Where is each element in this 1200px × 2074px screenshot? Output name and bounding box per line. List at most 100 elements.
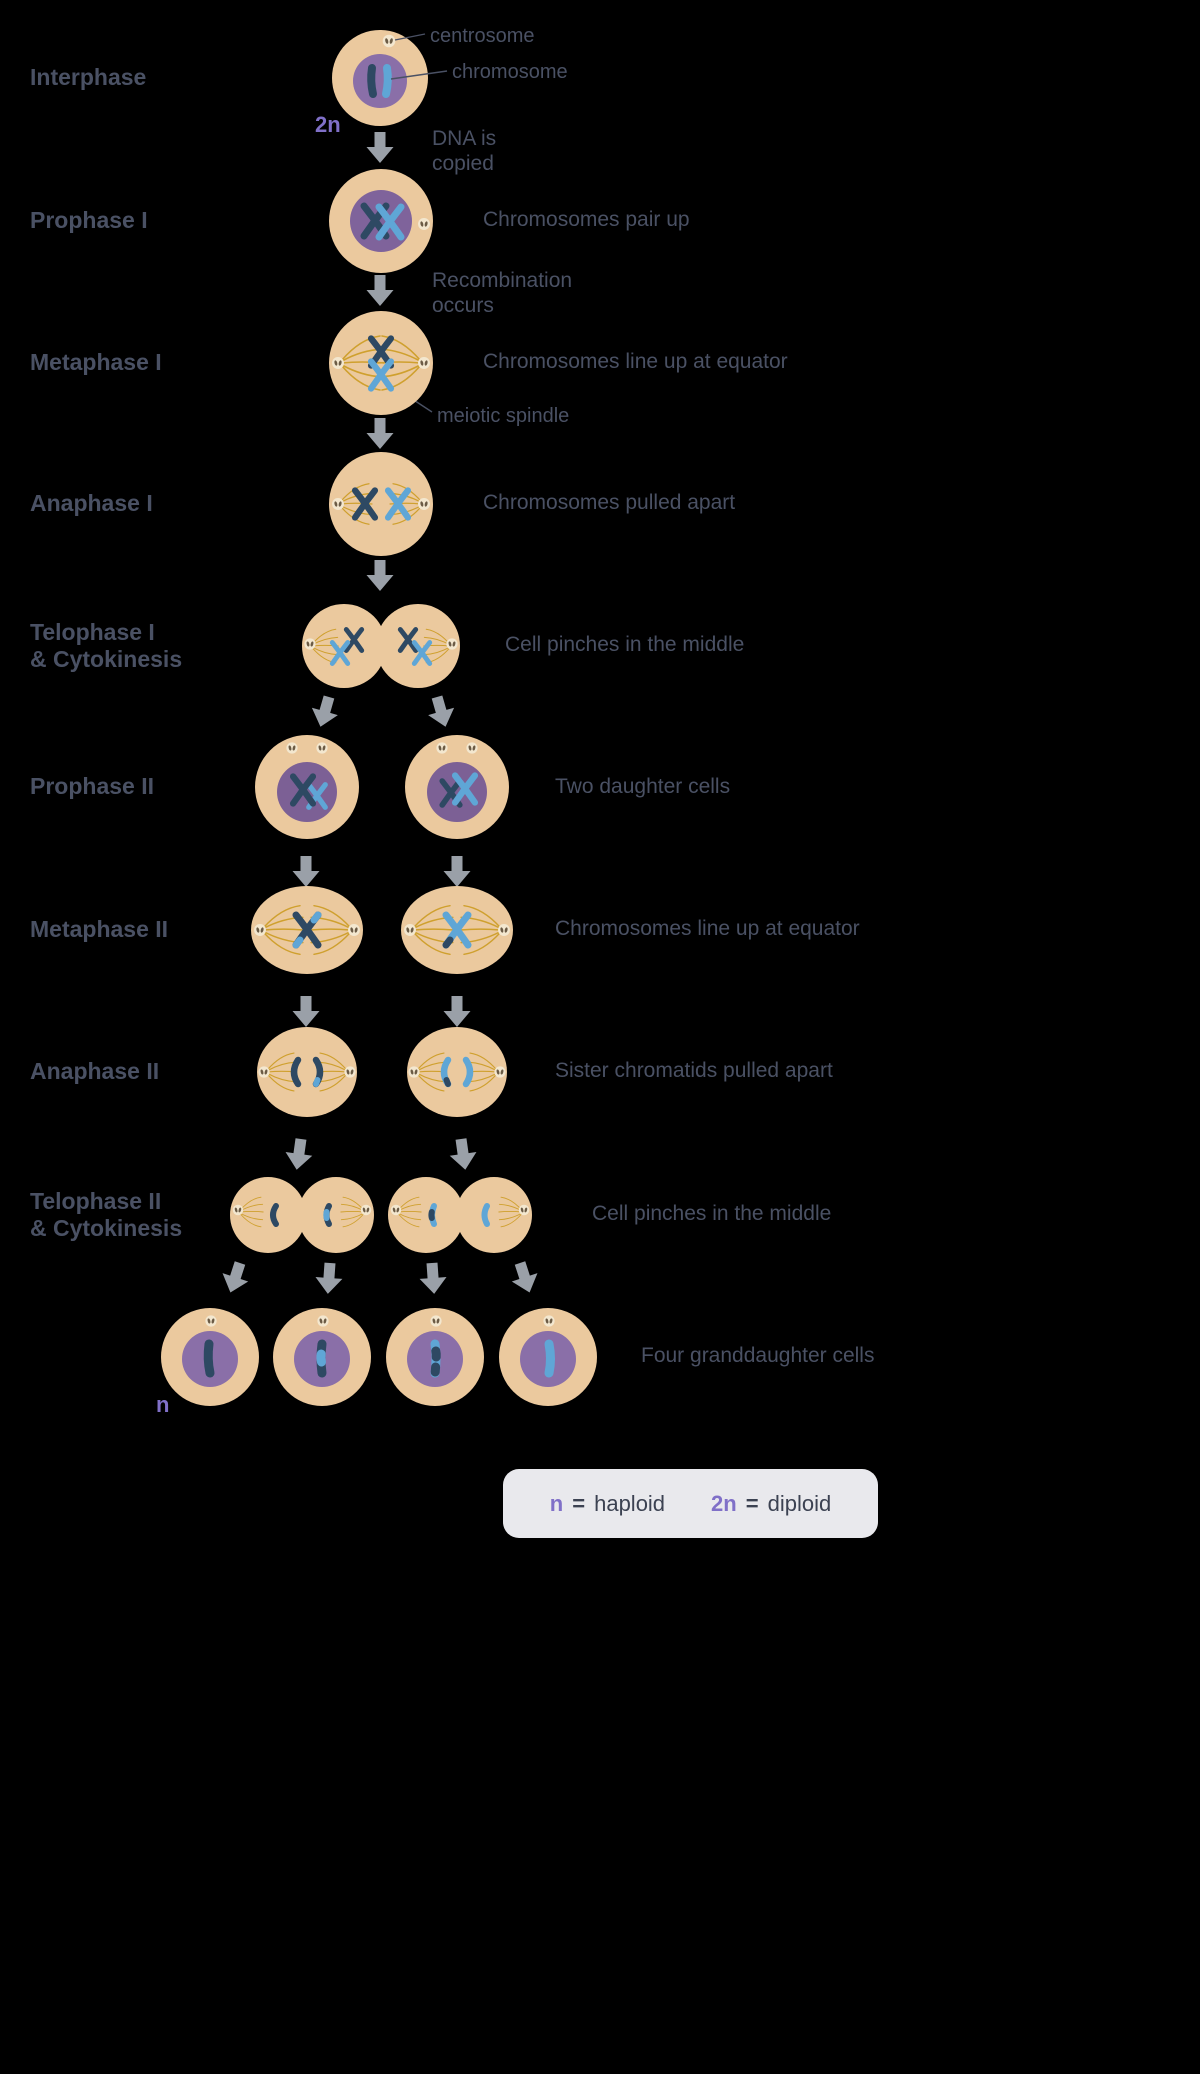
arrow-split-4 (507, 1258, 543, 1297)
annotation-prophase1: Chromosomes pair up (483, 208, 690, 231)
note-recombination: Recombination occurs (432, 269, 573, 317)
centrosome-icon (518, 1204, 530, 1216)
stage-label-telophase1: Telophase I & Cytokinesis (30, 619, 182, 673)
stage-label-prophase1: Prophase I (30, 207, 148, 233)
arrow-down-9 (283, 1137, 315, 1172)
cell-metaphase2-left (251, 886, 363, 974)
centrosome-icon (418, 498, 430, 510)
recombinant-segment (313, 1077, 321, 1087)
callout-meiotic-spindle: meiotic spindle (437, 405, 570, 427)
centrosome-icon (258, 1066, 270, 1078)
arrow-down-8 (443, 996, 471, 1027)
arrow-down-1 (366, 132, 394, 163)
arrow-split-2 (314, 1262, 344, 1295)
cell-granddaughter-2 (273, 1308, 371, 1406)
arrow-down-4 (366, 560, 394, 591)
callout-chromosome: chromosome (452, 61, 568, 83)
stage-label-anaphase1: Anaphase I (30, 490, 153, 516)
annotation-prophase2: Two daughter cells (555, 775, 731, 798)
recombinant-segment (310, 911, 322, 924)
annotation-granddaughters: Four granddaughter cells (641, 1344, 875, 1367)
centrosome-icon (436, 742, 448, 754)
arrow-down-3 (366, 418, 394, 449)
cell-granddaughter-3 (386, 1308, 484, 1406)
annotation-telophase2: Cell pinches in the middle (592, 1202, 832, 1225)
centrosome-icon (408, 1066, 420, 1078)
centrosome-icon (418, 218, 430, 230)
legend: n = haploid 2n = diploid (503, 1469, 878, 1538)
annotation-anaphase2: Sister chromatids pulled apart (555, 1059, 833, 1082)
centrosome-icon (316, 742, 328, 754)
centrosome-icon (286, 742, 298, 754)
centrosome-icon (348, 924, 360, 936)
centrosome-icon (332, 498, 344, 510)
ploidy-n: n (156, 1392, 170, 1417)
stage-label-metaphase2: Metaphase II (30, 916, 169, 942)
chromosome-dark (367, 64, 377, 98)
note-dna-copied: DNA is copied (432, 127, 497, 175)
arrow-split-3 (418, 1262, 448, 1295)
cell-metaphase1 (329, 311, 433, 415)
annotation-telophase1: Cell pinches in the middle (505, 633, 745, 656)
annotation-anaphase1: Chromosomes pulled apart (483, 491, 736, 514)
stage-label-interphase: Interphase (30, 64, 147, 90)
centrosome-icon (344, 1066, 356, 1078)
arrow-down-7 (292, 996, 320, 1027)
legend-term-diploid: diploid (767, 1490, 832, 1516)
centrosome-icon (382, 34, 396, 48)
arrow-split-right (424, 693, 459, 731)
centrosome-icon (466, 742, 478, 754)
centrosome-icon (254, 924, 266, 936)
arrow-down-5 (292, 856, 320, 887)
chromatid-light (462, 1056, 474, 1088)
stage-label-telophase2-line1: Telophase II (30, 1188, 162, 1214)
recombinant-segment (316, 1349, 326, 1367)
cell-prophase1 (329, 169, 433, 273)
centrosome-icon (498, 924, 510, 936)
nucleus (427, 762, 487, 822)
stage-label-metaphase1: Metaphase I (30, 349, 162, 375)
legend-item-diploid: 2n = diploid (711, 1491, 831, 1517)
chromosome-callout-line (390, 70, 448, 80)
recombinant-segment (442, 936, 454, 949)
stage-label-telophase2: Telophase II & Cytokinesis (30, 1188, 182, 1242)
stage-label-telophase2-line2: & Cytokinesis (30, 1215, 183, 1241)
legend-equals: = (745, 1490, 759, 1516)
arrow-split-left (307, 693, 342, 731)
cell-anaphase2-right (407, 1027, 507, 1117)
cell-prophase2-right (405, 735, 509, 839)
callout-centrosome: centrosome (430, 25, 535, 47)
chromatid-dark (270, 1203, 279, 1227)
centrosome-icon (404, 924, 416, 936)
stage-label-telophase1-line1: Telophase I (30, 619, 155, 645)
centrosome-icon (332, 357, 344, 369)
centrosome-icon (360, 1204, 372, 1216)
stage-label-prophase2: Prophase II (30, 773, 154, 799)
annotation-metaphase2: Chromosomes line up at equator (555, 917, 860, 940)
ploidy-2n: 2n (315, 112, 341, 137)
centrosome-callout-line (394, 33, 426, 41)
centrosome-icon (430, 1315, 442, 1327)
chromosome-light (544, 1339, 555, 1378)
centrosome-icon (390, 1204, 402, 1216)
centrosome-icon (494, 1066, 506, 1078)
legend-item-haploid: n = haploid (550, 1491, 665, 1517)
cell-metaphase2-right (401, 886, 513, 974)
centrosome-icon (205, 1315, 217, 1327)
recombinant-segment (443, 1077, 451, 1087)
centrosome-icon (446, 638, 458, 650)
arrow-down-2 (366, 275, 394, 306)
legend-symbol-2n: 2n (711, 1490, 737, 1516)
legend-equals: = (572, 1490, 586, 1516)
chromosome-light (382, 64, 392, 98)
cell-interphase (332, 30, 428, 126)
nucleus (350, 190, 412, 252)
cell-telophase2-right (388, 1177, 532, 1253)
stage-label-telophase1-line2: & Cytokinesis (30, 646, 183, 672)
legend-term-haploid: haploid (594, 1490, 666, 1516)
chromosome-dark (203, 1339, 215, 1378)
centrosome-icon (543, 1315, 555, 1327)
stage-label-anaphase2: Anaphase II (30, 1058, 160, 1084)
